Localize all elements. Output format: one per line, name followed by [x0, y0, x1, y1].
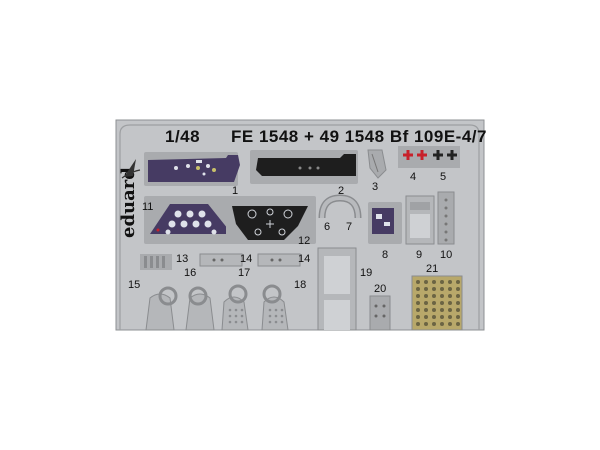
perforation-hole — [448, 280, 452, 284]
perforation-hole — [440, 308, 444, 312]
perforation-hole — [432, 287, 436, 291]
perforation-hole — [432, 308, 436, 312]
perforation-hole — [432, 315, 436, 319]
perforation-hole — [424, 294, 428, 298]
part-16-pedal — [185, 286, 215, 331]
zoom-mark — [121, 159, 141, 179]
perforation-hole — [448, 294, 452, 298]
part-11-dial-panel — [144, 196, 236, 244]
label-2: 2 — [338, 185, 344, 197]
perforation-hole — [416, 294, 420, 298]
label-8: 8 — [382, 249, 388, 261]
part-21-perforated-plate — [411, 275, 463, 331]
part-labels: 1 2 3 4 5 6 7 8 9 10 11 12 13 14 14 15 1… — [128, 171, 452, 295]
label-17: 17 — [238, 267, 250, 279]
label-14a: 14 — [240, 253, 252, 265]
label-7: 7 — [346, 221, 352, 233]
part-17-pedal-dotted — [221, 284, 249, 331]
part-1-instrument-panel — [144, 152, 240, 186]
label-13: 13 — [176, 253, 188, 265]
label-19: 19 — [360, 267, 372, 279]
scale-label: 1/48 — [165, 127, 200, 146]
perforation-hole — [448, 308, 452, 312]
part-2-black-panel — [250, 150, 358, 184]
perforation-hole — [432, 322, 436, 326]
part-14-strip-a — [199, 253, 243, 267]
part-15-pedal — [145, 286, 178, 331]
part-10-strip — [437, 191, 455, 245]
perforation-hole — [440, 301, 444, 305]
part-9-box — [405, 195, 435, 245]
perforation-hole — [456, 280, 460, 284]
part-14-strip-b — [257, 253, 301, 267]
perforation-hole — [448, 301, 452, 305]
label-18: 18 — [294, 279, 306, 291]
label-5: 5 — [440, 171, 446, 183]
perforation-hole — [448, 287, 452, 291]
part-13-strap — [140, 254, 172, 270]
label-20: 20 — [374, 283, 386, 295]
label-3: 3 — [372, 181, 378, 193]
perforation-hole — [456, 287, 460, 291]
label-14b: 14 — [298, 253, 310, 265]
perforation-hole — [432, 280, 436, 284]
part-19-frame — [317, 247, 357, 331]
part-5-black-crosses — [430, 146, 460, 168]
perforation-hole — [416, 287, 420, 291]
perforation-hole — [440, 287, 444, 291]
perforation-hole — [416, 280, 420, 284]
part-3-bracket — [367, 149, 387, 179]
perforation-hole — [424, 280, 428, 284]
perforation-hole — [416, 322, 420, 326]
perforation-hole — [456, 322, 460, 326]
label-1: 1 — [232, 185, 238, 197]
perforation-hole — [416, 301, 420, 305]
label-16: 16 — [184, 267, 196, 279]
perforation-hole — [440, 315, 444, 319]
eduard-logo: eduard — [118, 167, 139, 238]
perforation-hole — [424, 301, 428, 305]
part-20-strip — [369, 295, 391, 331]
label-11: 11 — [142, 201, 153, 213]
perforation-hole — [448, 315, 452, 319]
perforation-hole — [456, 308, 460, 312]
perforation-hole — [448, 322, 452, 326]
label-15: 15 — [128, 279, 140, 291]
label-9: 9 — [416, 249, 422, 261]
part-18-pedal-dotted — [261, 284, 289, 331]
perforation-hole — [432, 294, 436, 298]
perforation-hole — [424, 308, 428, 312]
perforation-hole — [424, 322, 428, 326]
part-8-placard — [368, 202, 402, 244]
perforation-hole — [416, 308, 420, 312]
perforation-hole — [456, 294, 460, 298]
part-12-black-dial-panel — [226, 196, 316, 244]
perforation-hole — [432, 301, 436, 305]
perforation-hole — [424, 287, 428, 291]
perforation-hole — [456, 301, 460, 305]
label-6: 6 — [324, 221, 330, 233]
perforation-hole — [440, 280, 444, 284]
label-12: 12 — [298, 235, 310, 247]
perforation-hole — [424, 315, 428, 319]
label-4: 4 — [410, 171, 416, 183]
perforation-hole — [440, 294, 444, 298]
perforation-hole — [416, 315, 420, 319]
product-code: FE 1548 + 49 1548 Bf 109E-4/7 — [231, 127, 487, 146]
perforation-hole — [456, 315, 460, 319]
label-21: 21 — [426, 263, 438, 275]
perforation-hole — [440, 322, 444, 326]
label-10: 10 — [440, 249, 452, 261]
part-4-red-crosses — [398, 146, 430, 168]
part-6-7-horseshoe — [318, 194, 362, 219]
